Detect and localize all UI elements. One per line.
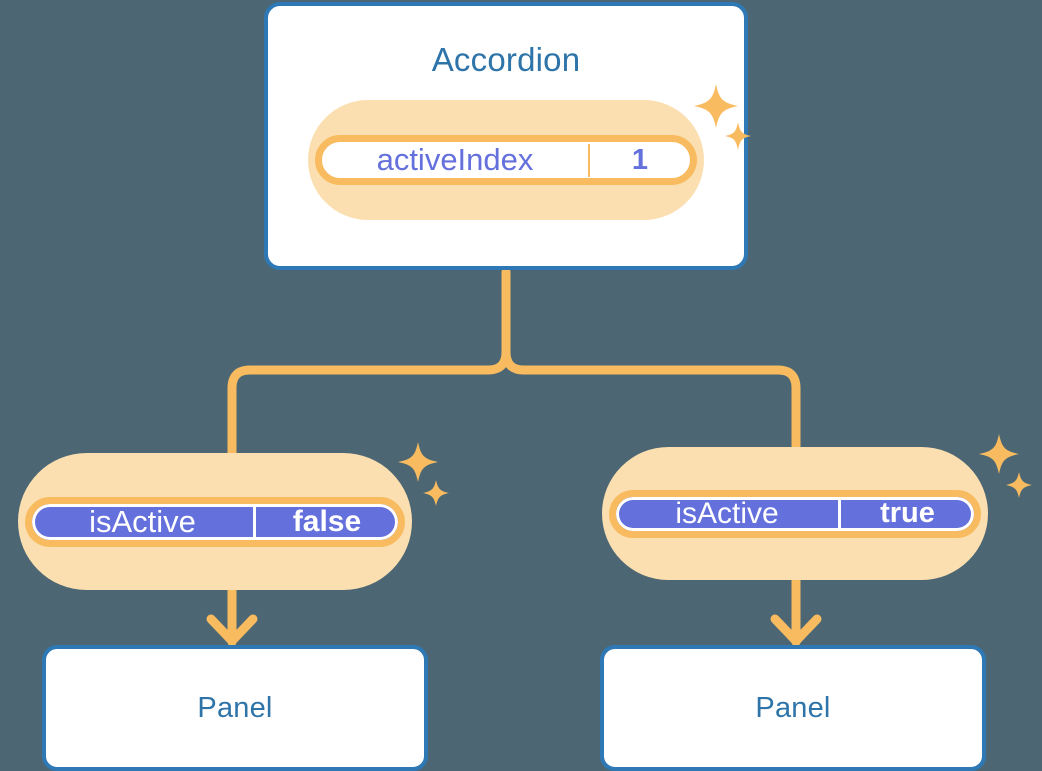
state-pill-body: isActive true: [609, 489, 981, 538]
root-component-title: Accordion: [431, 41, 581, 78]
panel-card-right[interactable]: Panel: [600, 645, 986, 771]
panel-card-left[interactable]: Panel: [42, 645, 428, 771]
state-value-label: 1: [588, 143, 690, 177]
sparkle-large-icon: [398, 442, 438, 482]
panel-title: Panel: [755, 691, 831, 724]
state-pill-body: isActive false: [25, 496, 405, 547]
state-key-label: activeIndex: [376, 142, 534, 177]
branch-to-left-state: [227, 347, 511, 460]
sparkle-large-icon: [979, 434, 1019, 474]
arrow-head-left: [206, 614, 258, 646]
sparkle-small-icon: [423, 480, 449, 506]
branch-to-right-state: [501, 347, 801, 455]
state-pill-body: activeIndex 1: [315, 135, 697, 185]
state-value-label: true: [838, 497, 974, 530]
state-pill-is-active-right[interactable]: isActive true: [602, 447, 988, 580]
panel-title: Panel: [197, 691, 273, 724]
state-value-label: false: [253, 504, 398, 539]
sparkle-small-icon: [1006, 472, 1032, 498]
state-pill-active-index[interactable]: activeIndex 1: [308, 100, 704, 220]
state-pill-is-active-left[interactable]: isActive false: [18, 453, 412, 590]
arrow-head-right: [770, 614, 822, 646]
state-key-label: isActive: [675, 496, 779, 530]
state-key-label: isActive: [89, 503, 196, 539]
